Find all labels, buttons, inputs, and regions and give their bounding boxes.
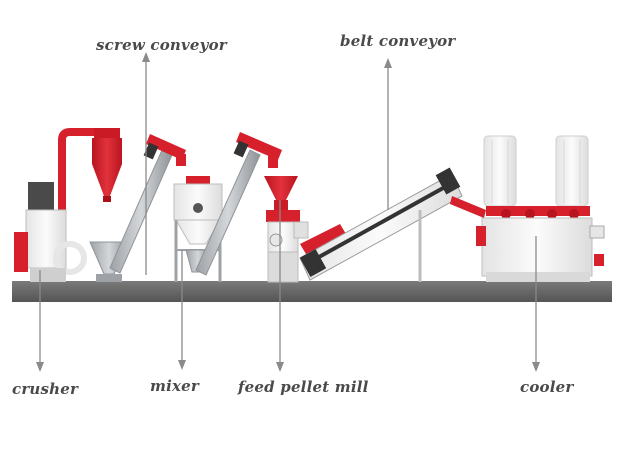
label-belt-conveyor: belt conveyor (340, 32, 456, 50)
label-crusher: crusher (12, 380, 79, 398)
pointer-lines (36, 52, 540, 372)
screw-conveyor-2 (195, 132, 282, 276)
label-mixer: mixer (150, 377, 199, 395)
crusher-machine (14, 128, 122, 282)
screw-conveyor-arrowhead (142, 52, 150, 62)
label-feed-pellet-mill: feed pellet mill (238, 378, 369, 396)
cooler-arrowhead (532, 362, 540, 372)
pellet-mill-arrowhead (276, 362, 284, 372)
belt-conveyor-machine (299, 167, 486, 282)
label-cooler: cooler (520, 378, 574, 396)
pellet-mill-machine (264, 176, 346, 283)
floor-base (12, 281, 612, 302)
mixer-arrowhead (178, 360, 186, 370)
label-screw-conveyor: screw conveyor (96, 36, 227, 54)
cooler-machine (476, 135, 605, 282)
belt-conveyor-arrowhead (384, 58, 392, 68)
crusher-arrowhead (36, 362, 44, 372)
screw-conveyor-1 (89, 134, 186, 282)
